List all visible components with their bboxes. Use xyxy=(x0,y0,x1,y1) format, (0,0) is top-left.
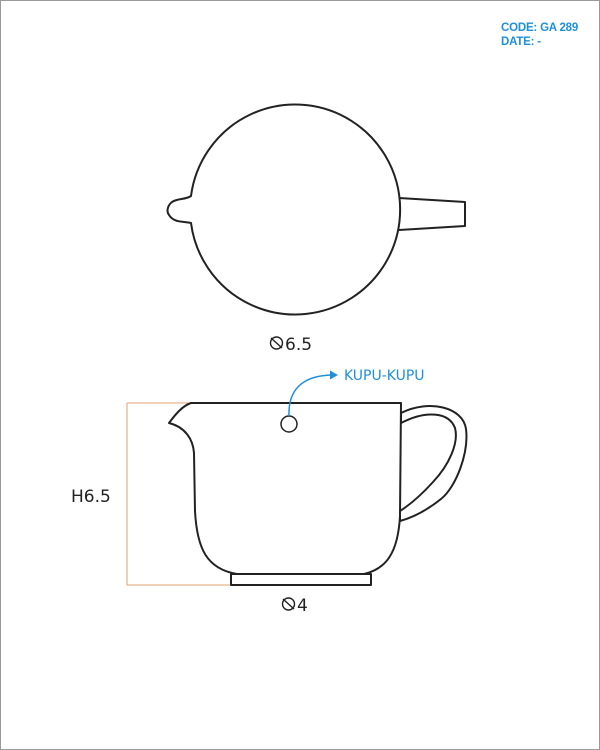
arrow-right-icon xyxy=(330,370,338,380)
diameter-symbol-icon xyxy=(269,336,284,350)
product-code-block: CODE: GA 289 DATE: - xyxy=(501,21,578,49)
top-view xyxy=(166,103,466,316)
top-view-handle xyxy=(398,197,466,231)
diameter-symbol-icon xyxy=(281,597,296,611)
code-value: GA 289 xyxy=(540,22,579,34)
date-row: DATE: - xyxy=(501,35,578,49)
top-view-body-outline xyxy=(166,103,402,316)
kupu-kupu-callout: KUPU-KUPU xyxy=(280,368,425,433)
date-value: - xyxy=(537,36,541,48)
side-view xyxy=(168,402,468,586)
top-diameter-value: 6.5 xyxy=(285,335,312,355)
detail-marker xyxy=(280,415,298,433)
height-value: H6.5 xyxy=(71,487,111,507)
code-row: CODE: GA 289 xyxy=(501,21,578,35)
jug-base-ring xyxy=(230,573,372,586)
jug-handle xyxy=(399,405,468,522)
date-label: DATE: xyxy=(501,36,535,48)
base-diameter-dimension: 4 xyxy=(281,596,308,616)
height-dimension-bracket xyxy=(126,402,230,586)
callout-leader-line xyxy=(288,374,332,417)
jug-body-outline xyxy=(168,402,402,575)
kupu-kupu-label: KUPU-KUPU xyxy=(344,368,425,384)
base-diameter-value: 4 xyxy=(297,596,308,616)
code-label: CODE: xyxy=(501,22,538,34)
top-diameter-dimension: 6.5 xyxy=(269,335,312,355)
